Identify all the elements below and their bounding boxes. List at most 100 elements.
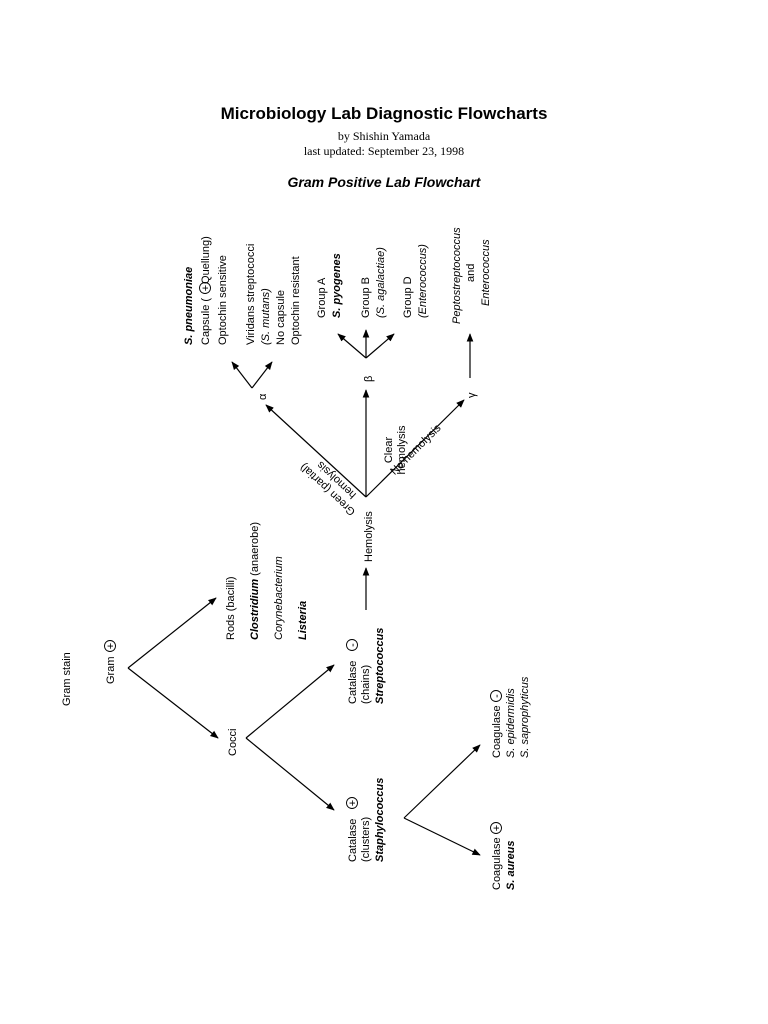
s-pneumoniae-node: S. pneumoniae xyxy=(183,267,195,345)
author-line: by Shishin Yamada xyxy=(337,129,431,143)
hemolysis-node: Hemolysis xyxy=(363,511,375,562)
svg-text:Clostridium (anaerobe): Clostridium (anaerobe) xyxy=(249,522,261,640)
gram-label: Gram xyxy=(105,657,117,685)
viridans-label: Viridans streptococci xyxy=(245,244,257,345)
no-capsule-node: No capsule xyxy=(275,290,287,345)
gram-stain-node: Gram stain xyxy=(61,652,73,706)
s-epidermidis-label: S. epidermidis xyxy=(505,688,517,758)
coagulase-positive-node: Coagulase + xyxy=(490,822,503,890)
gamma-node: γ xyxy=(466,392,478,398)
optochin-sensitive-node: Optochin sensitive xyxy=(217,255,229,345)
and-label: and xyxy=(465,264,477,282)
hemolysis-label: Hemolysis xyxy=(363,511,375,562)
plus-circle-icon xyxy=(199,282,211,294)
listeria-label: Listeria xyxy=(297,601,309,640)
plus-sign: + xyxy=(347,800,359,806)
enterococcus-node: Enterococcus xyxy=(480,239,492,306)
gram-positive-node: Gram + xyxy=(104,640,117,685)
gram-stain-label: Gram stain xyxy=(61,652,73,706)
edge-alpha-pneumoniae xyxy=(231,361,253,389)
svg-text:Capsule(Quellung): Capsule ( Quellung) xyxy=(200,236,212,345)
edge-beta-groupd xyxy=(365,333,395,359)
rods-label: Rods (bacilli) xyxy=(225,576,237,640)
gamma-label: γ xyxy=(466,392,478,398)
and-node: and xyxy=(465,264,477,282)
coagulase-negative-node: Coagulase - xyxy=(490,690,503,758)
s-pyogenes-label: S. pyogenes xyxy=(331,253,343,318)
enterococcus-label: Enterococcus xyxy=(480,239,492,306)
edge-hemolysis-gamma xyxy=(365,399,465,498)
plus-circle-icon xyxy=(346,797,358,809)
staph-catalase-label: Catalase xyxy=(347,819,359,862)
s-epidermidis-node: S. epidermidis xyxy=(505,688,517,758)
enterococcus-paren-label: (Enterococcus) xyxy=(417,244,429,318)
s-aureus-node: S. aureus xyxy=(505,840,517,890)
strep-catalase-label: Catalase xyxy=(347,661,359,704)
listeria-node: Listeria xyxy=(297,601,309,640)
strep-catalase-node: Catalase - xyxy=(346,639,359,704)
optochin-resistant-node: Optochin resistant xyxy=(290,256,302,345)
staphylococcus-node: Staphylococcus xyxy=(374,778,386,862)
clear-hemolysis-label: hemolysis xyxy=(396,425,408,474)
s-pneumoniae-label: S. pneumoniae xyxy=(183,267,195,345)
edge-gram-cocci xyxy=(127,667,219,739)
flow-connectors xyxy=(127,329,481,856)
edge-alpha-viridans xyxy=(251,361,273,389)
staph-clusters-label: (clusters) xyxy=(360,817,372,862)
cocci-node: Cocci xyxy=(227,728,239,756)
edge-staph-coagpos xyxy=(403,817,481,856)
s-agalactiae-label: (S. agalactiae) xyxy=(375,247,387,318)
anaerobe-label: (anaerobe) xyxy=(249,522,261,579)
alpha-label: α xyxy=(257,393,269,400)
viridans-node: Viridans streptococci xyxy=(245,244,257,345)
group-d-label: Group D xyxy=(402,276,414,318)
quellung-label: Quellung) xyxy=(200,236,212,284)
group-a-label: Group A xyxy=(316,277,328,318)
minus-circle-icon xyxy=(346,639,358,651)
group-b-node: Group B xyxy=(360,277,372,318)
group-d-node: Group D xyxy=(402,276,414,318)
plus-circle-icon xyxy=(104,640,116,652)
coagulase-positive-label: Coagulase xyxy=(491,837,503,890)
clear-label: Clear xyxy=(383,437,395,464)
staph-clusters-node: (clusters) xyxy=(360,817,372,862)
optochin-sensitive-label: Optochin sensitive xyxy=(217,255,229,345)
capsule-quellung-node: Capsule ( Quellung) + xyxy=(199,236,212,345)
s-mutans-node: (S. mutans) xyxy=(260,288,272,345)
beta-node: β xyxy=(363,376,375,382)
edge-gram-rods xyxy=(127,597,217,669)
alpha-node: α xyxy=(257,393,269,400)
minus-sign: - xyxy=(491,694,503,698)
capsule-open-paren: ( xyxy=(200,298,212,302)
group-b-label: Group B xyxy=(360,277,372,318)
edge-cocci-strep xyxy=(245,664,335,739)
plus-sign: + xyxy=(105,643,117,649)
clostridium-label: Clostridium xyxy=(249,579,261,640)
cocci-label: Cocci xyxy=(227,728,239,756)
streptococcus-node: Streptococcus xyxy=(374,628,386,704)
group-a-node: Group A xyxy=(316,277,328,318)
edge-cocci-staph xyxy=(245,737,335,811)
strep-chains-node: (chains) xyxy=(360,665,372,704)
enterococcus-paren-node: (Enterococcus) xyxy=(417,244,429,318)
s-aureus-label: S. aureus xyxy=(505,840,517,890)
peptostreptococcus-label: Peptostreptococcus xyxy=(451,227,463,324)
s-agalactiae-node: (S. agalactiae) xyxy=(375,247,387,318)
optochin-resistant-label: Optochin resistant xyxy=(290,256,302,345)
s-saprophyticus-label: S. saprophyticus xyxy=(519,676,531,758)
clear-hemolysis-edge-label: Clear hemolysis xyxy=(383,425,408,474)
staphylococcus-label: Staphylococcus xyxy=(374,778,386,862)
s-pyogenes-node: S. pyogenes xyxy=(331,253,343,318)
updated-line: last updated: September 23, 1998 xyxy=(303,144,465,158)
no-capsule-label: No capsule xyxy=(275,290,287,345)
staph-catalase-node: Catalase + xyxy=(346,797,359,862)
plus-circle-icon xyxy=(490,822,502,834)
capsule-label: Capsule xyxy=(200,305,212,345)
corynebacterium-node: Corynebacterium xyxy=(273,556,285,640)
s-mutans-label: (S. mutans) xyxy=(260,288,272,345)
minus-circle-icon xyxy=(490,690,502,702)
plus-sign: + xyxy=(200,285,212,291)
coagulase-negative-label: Coagulase xyxy=(491,705,503,758)
strep-chains-label: (chains) xyxy=(360,665,372,704)
